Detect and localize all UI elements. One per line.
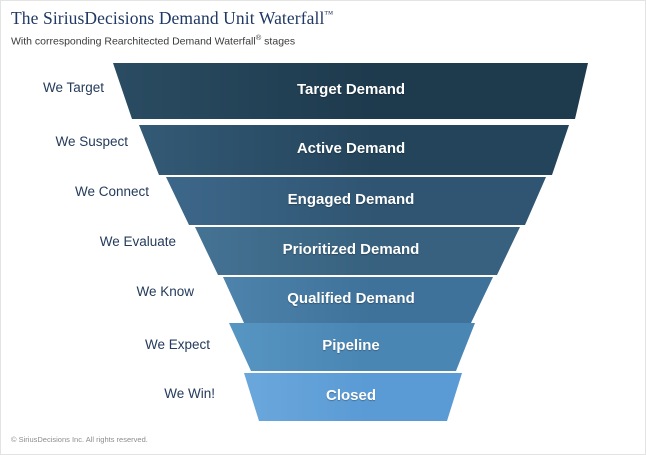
page-title-text: The SiriusDecisions Demand Unit Waterfal… bbox=[11, 8, 325, 28]
page-subtitle-text: With corresponding Rearchitected Demand … bbox=[11, 35, 256, 48]
funnel-side-label: We Connect bbox=[74, 184, 149, 199]
funnel-band[interactable] bbox=[139, 125, 569, 175]
footer-copyright: © SiriusDecisions Inc. All rights reserv… bbox=[11, 435, 148, 444]
funnel-stage-label: Active Demand bbox=[296, 140, 406, 157]
funnel-side-label: We Win! bbox=[164, 386, 215, 401]
funnel-stage-label: Qualified Demand bbox=[287, 290, 415, 307]
funnel-band[interactable] bbox=[195, 227, 520, 275]
funnel-band[interactable] bbox=[229, 323, 475, 371]
funnel-band[interactable] bbox=[166, 177, 546, 225]
funnel-band[interactable] bbox=[113, 63, 588, 119]
registered-icon: ® bbox=[255, 33, 262, 42]
funnel-side-label: We Target bbox=[42, 80, 104, 95]
page-title: The SiriusDecisions Demand Unit Waterfal… bbox=[11, 8, 333, 29]
funnel-band[interactable] bbox=[223, 277, 493, 323]
funnel-side-label: We Suspect bbox=[55, 134, 128, 149]
funnel-stage-label: Engaged Demand bbox=[287, 191, 415, 208]
trademark-icon: ™ bbox=[324, 9, 334, 20]
funnel-stage-label: Pipeline bbox=[322, 337, 380, 354]
funnel-stage-label: Prioritized Demand bbox=[282, 241, 420, 258]
funnel-stage-label: Target Demand bbox=[296, 81, 406, 98]
funnel-stage-label: Closed bbox=[325, 387, 376, 404]
funnel-side-label: We Evaluate bbox=[99, 234, 176, 249]
page-subtitle: With corresponding Rearchitected Demand … bbox=[11, 33, 295, 48]
funnel-band[interactable] bbox=[244, 373, 462, 421]
page-subtitle-suffix: stages bbox=[261, 35, 296, 48]
funnel-side-label: We Know bbox=[136, 284, 194, 299]
funnel-side-label: We Expect bbox=[144, 337, 210, 352]
